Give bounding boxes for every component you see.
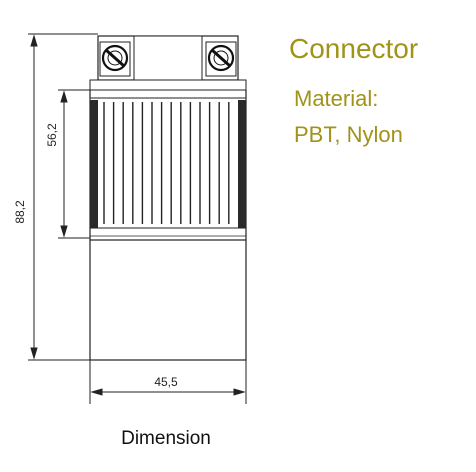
dimension-caption: Dimension [121, 428, 211, 449]
ribbed-grip [89, 97, 247, 229]
collar [89, 79, 247, 91]
lower-body [89, 239, 247, 361]
material-label: Material: [294, 86, 378, 111]
dimension-total-height [28, 33, 98, 361]
material-value: PBT, Nylon [294, 122, 403, 147]
dimension-width [89, 360, 247, 404]
screw-right-icon [207, 44, 235, 72]
product-title: Connector [289, 33, 418, 64]
dimension-total-height-label: 88,2 [13, 200, 27, 224]
dimension-width-label: 45,5 [154, 375, 178, 389]
screw-left-icon [101, 44, 129, 72]
dimension-body-height-label: 56,2 [45, 123, 59, 147]
dimension-body-height [58, 89, 90, 239]
